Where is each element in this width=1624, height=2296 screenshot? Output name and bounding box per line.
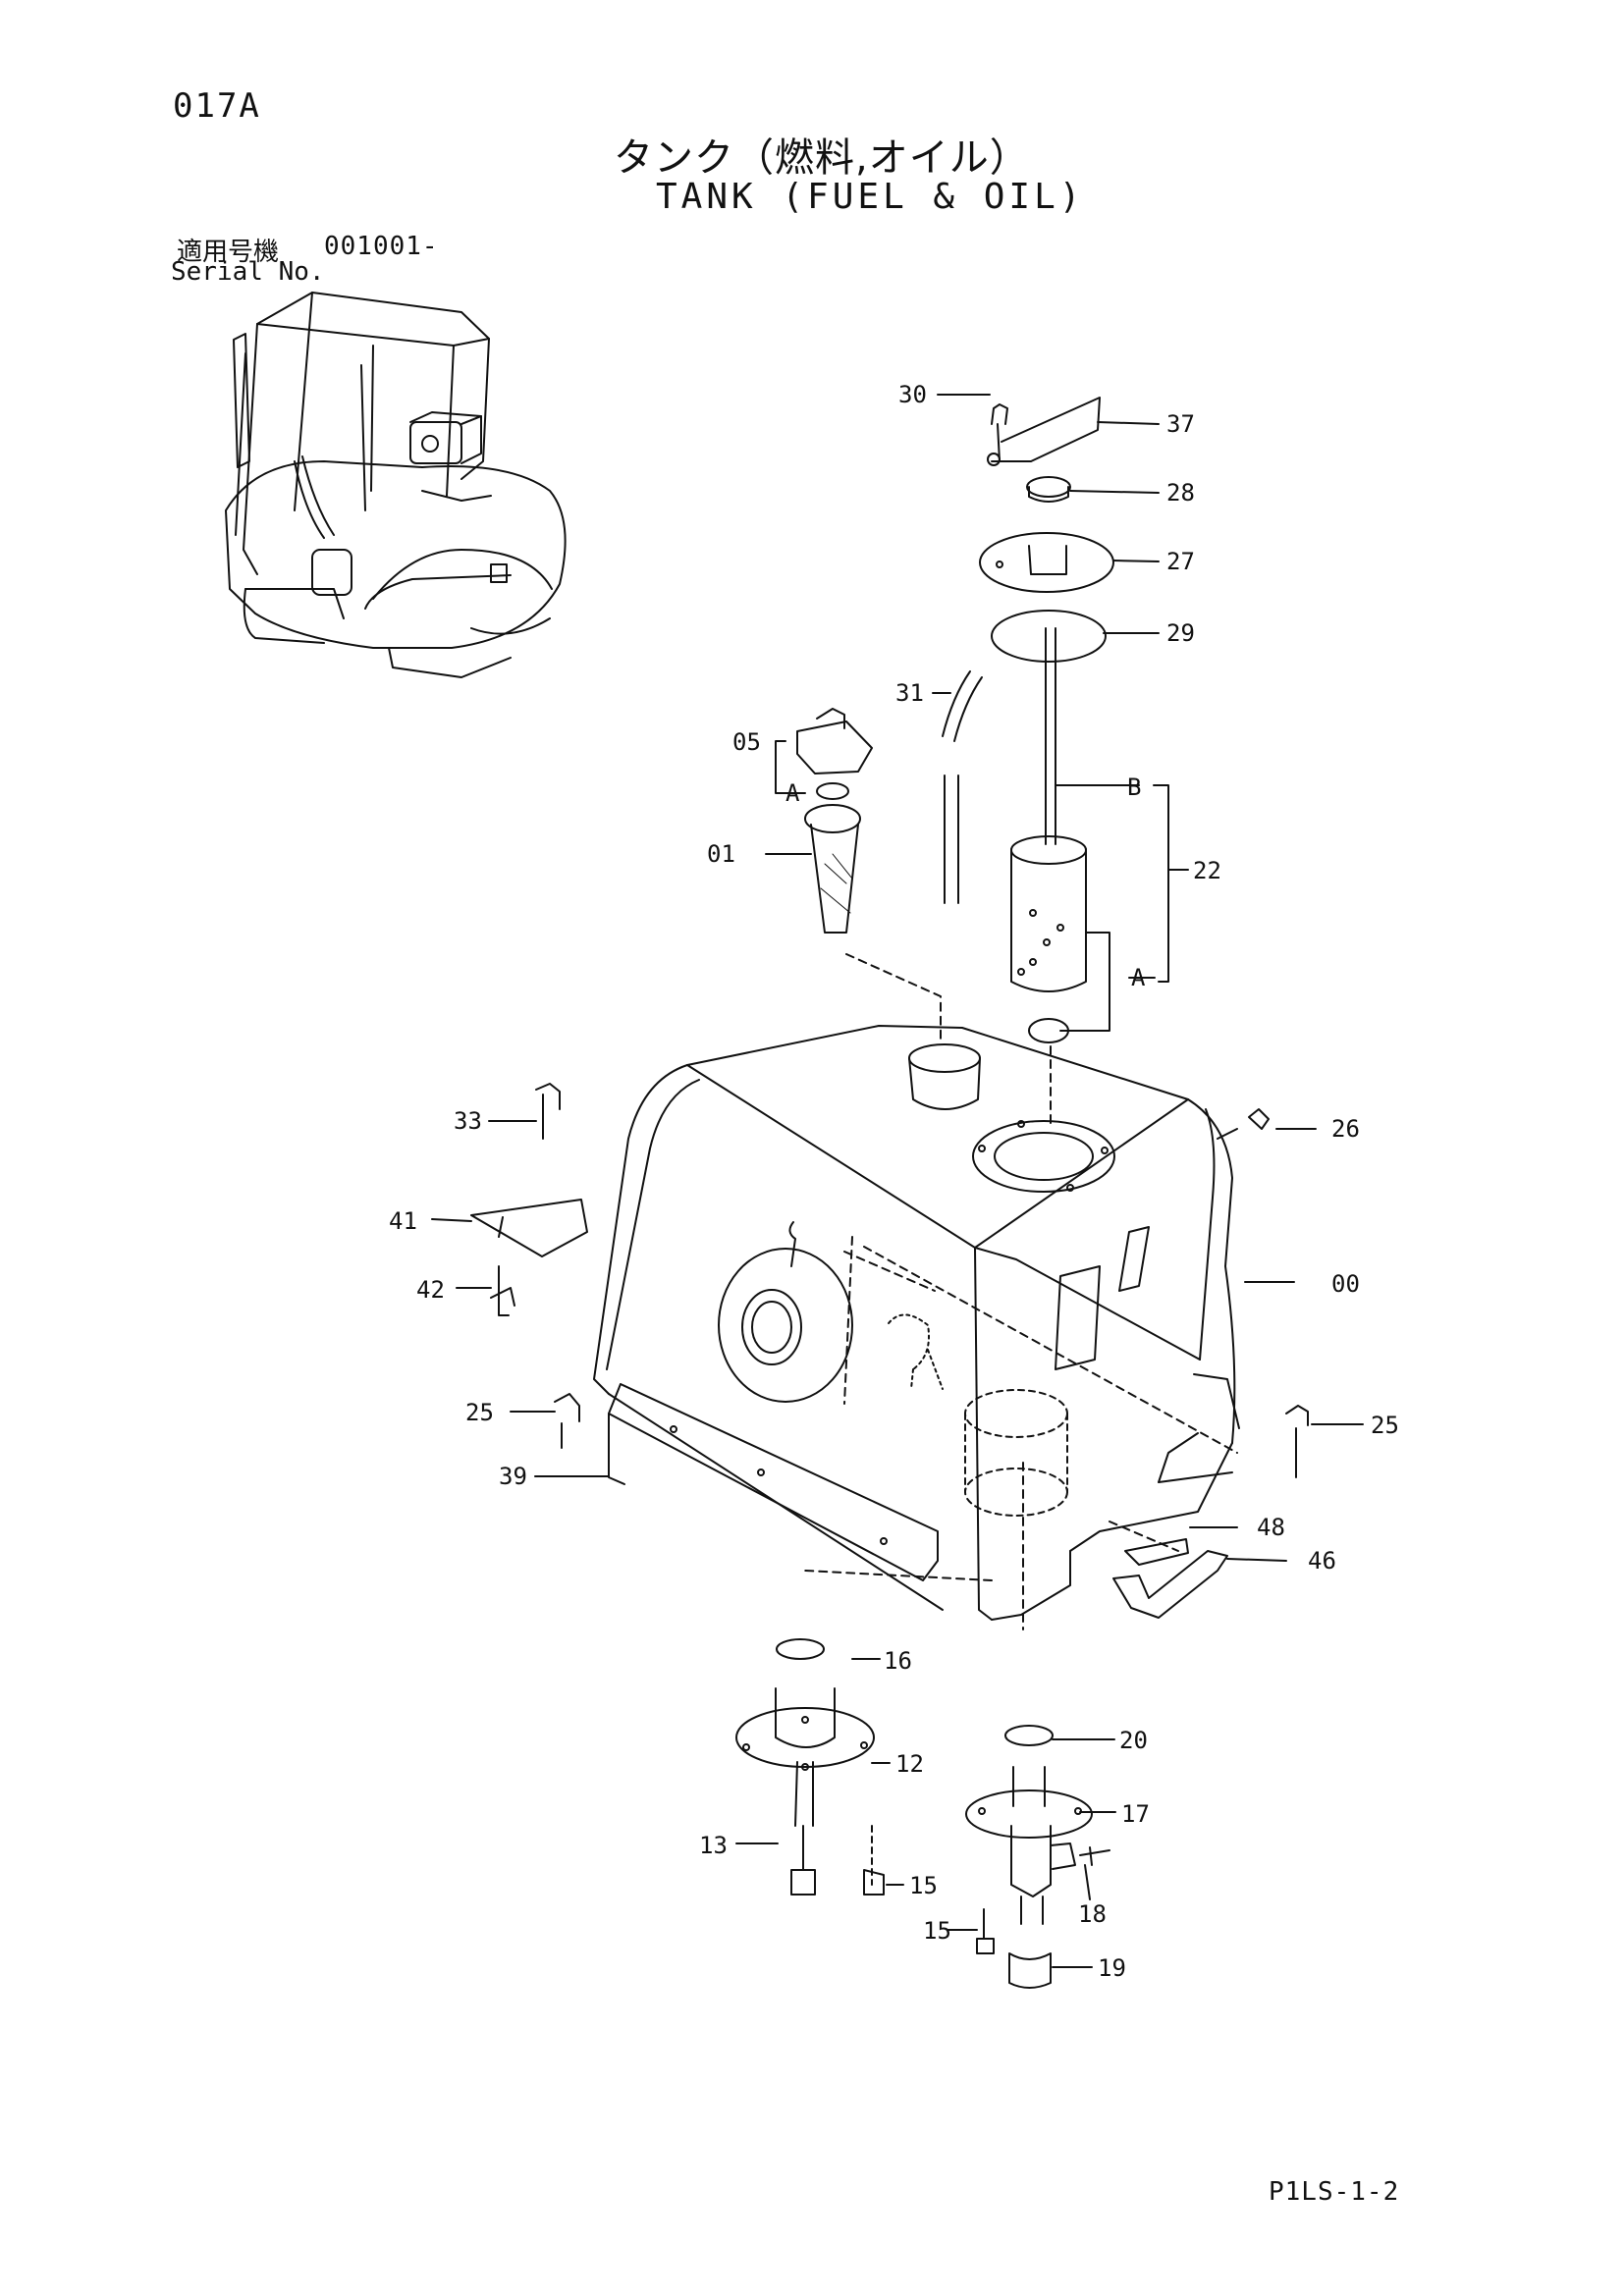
callout-c25a: 25: [465, 1399, 494, 1426]
page-code: 017A: [173, 86, 261, 126]
excavator-thumbnail: [225, 292, 567, 678]
suction-filter-assembly: [942, 397, 1169, 1125]
callout-c48: 48: [1257, 1514, 1285, 1541]
drain-assembly: [735, 1638, 1110, 1989]
callout-c13: 13: [699, 1832, 728, 1859]
callout-c31: 31: [895, 679, 924, 707]
callout-c33: 33: [454, 1107, 482, 1135]
serial-number-value: 001001-: [324, 232, 439, 261]
callout-c15a: 15: [909, 1872, 938, 1899]
callout-c17: 17: [1121, 1800, 1150, 1828]
callout-c16: 16: [884, 1647, 912, 1675]
callout-c39: 39: [499, 1463, 527, 1490]
callout-c05: 05: [732, 728, 761, 756]
callout-leaders: [431, 394, 1364, 1968]
callout-cB: B: [1127, 774, 1141, 801]
callout-c25b: 25: [1371, 1412, 1399, 1439]
right-side-fittings: [554, 1108, 1309, 1619]
callout-c26: 26: [1331, 1115, 1360, 1143]
callout-c30: 30: [898, 381, 927, 408]
callout-c01: 01: [707, 840, 735, 868]
callout-c20: 20: [1119, 1727, 1148, 1754]
callout-c46: 46: [1308, 1547, 1336, 1575]
callout-c15b: 15: [923, 1917, 951, 1945]
filler-cap-assembly: [796, 708, 942, 1041]
callout-c28: 28: [1166, 479, 1195, 507]
page-title-japanese: タンク（燃料,オイル）: [614, 135, 1030, 181]
callout-c42: 42: [416, 1276, 445, 1304]
fuel-oil-tank: [593, 1025, 1240, 1630]
page-reference: P1LS-1-2: [1269, 2177, 1400, 2207]
callout-c41: 41: [389, 1207, 417, 1235]
callout-c18: 18: [1078, 1900, 1107, 1928]
serial-label-japanese: 適用号機: [177, 238, 280, 267]
callout-c22: 22: [1193, 857, 1221, 884]
callout-c12: 12: [895, 1750, 924, 1778]
callout-cA2: A: [1131, 964, 1146, 991]
serial-label-english: Serial No.: [171, 257, 325, 287]
callout-c19: 19: [1098, 1954, 1126, 1982]
page-title-english: TANK (FUEL & OIL): [656, 177, 1085, 217]
callout-c00: 00: [1331, 1270, 1360, 1298]
callout-c27: 27: [1166, 548, 1195, 575]
callout-c29: 29: [1166, 619, 1195, 647]
callout-c37: 37: [1166, 410, 1195, 438]
left-mount-bracket: [470, 1083, 588, 1316]
callout-cA1: A: [785, 779, 800, 807]
